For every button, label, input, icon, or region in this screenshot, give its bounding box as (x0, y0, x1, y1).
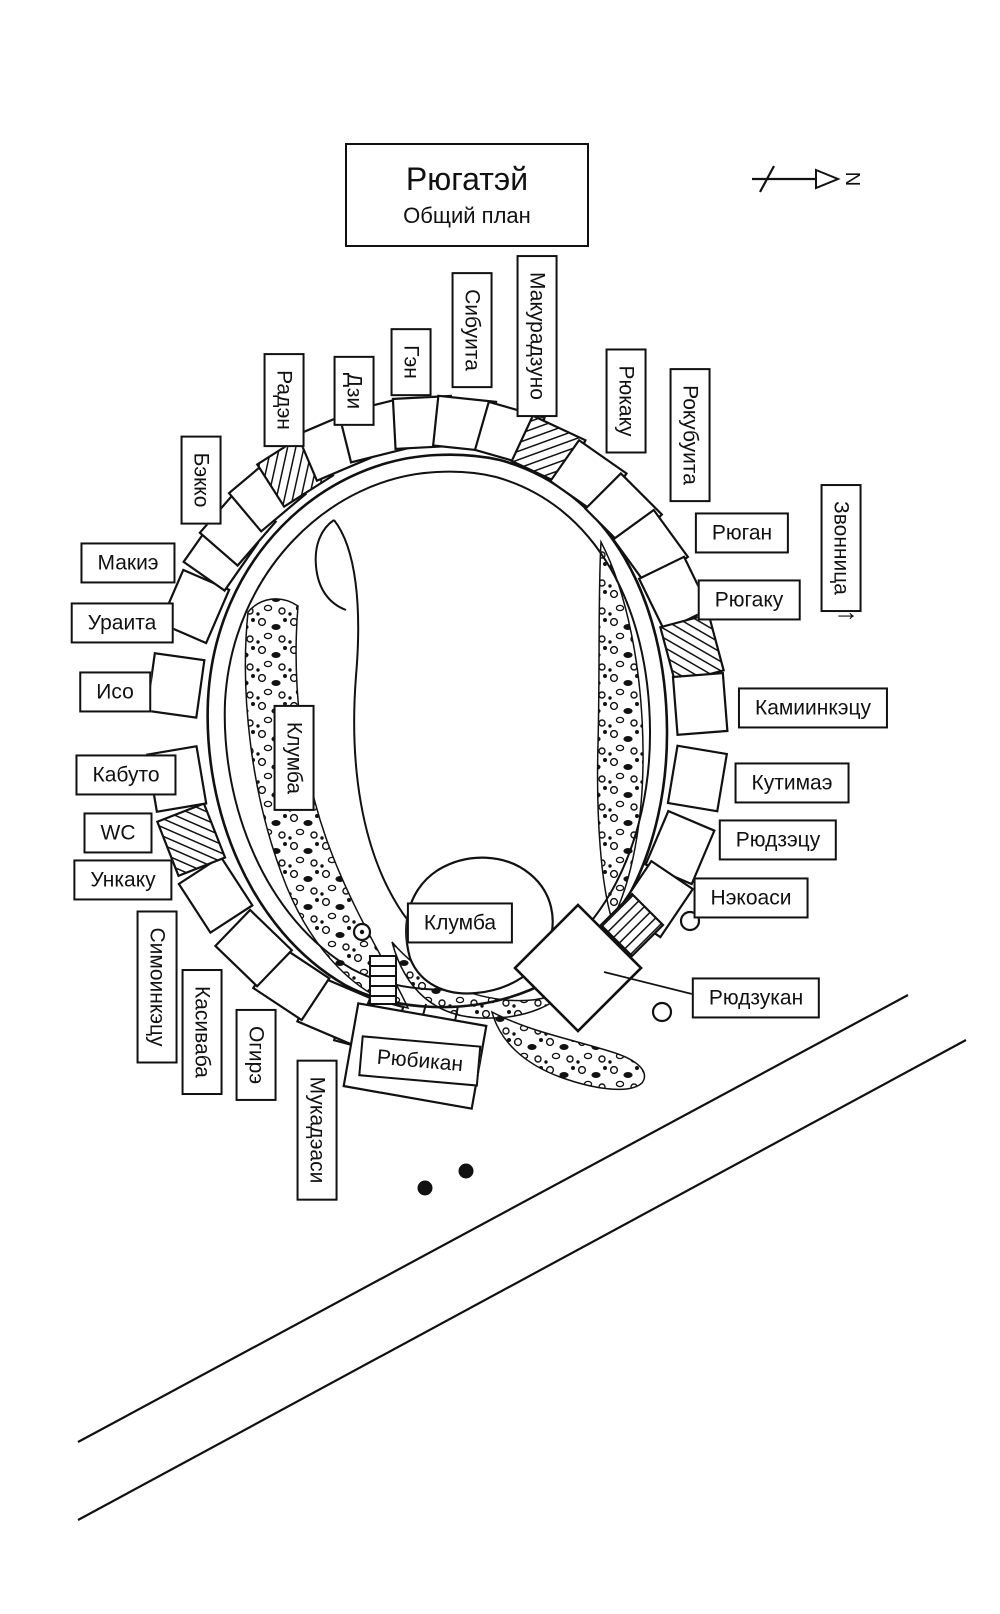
road-dot (417, 1180, 433, 1196)
label-klumba-bottom: Клумба (406, 902, 514, 944)
label-bekko: Бэкко (180, 435, 222, 525)
label-ryudzetsu: Рюдзэцу (718, 819, 838, 861)
label-nekoasi: Нэкоаси (693, 877, 809, 919)
label-ryugaku: Рюгаку (697, 579, 801, 621)
room (145, 651, 206, 719)
road-dot (458, 1163, 474, 1179)
room (671, 671, 729, 737)
direction-arrow: → (833, 596, 859, 627)
label-klumba-left: Клумба (273, 704, 315, 812)
room (158, 568, 231, 645)
flowerbeds (244, 539, 646, 1091)
bridge (369, 955, 397, 1005)
label-gen: Гэн (390, 328, 432, 396)
north-letter: N (841, 172, 863, 186)
label-unkaku: Ункаку (73, 859, 173, 901)
label-uraita: Ураита (70, 602, 174, 644)
label-kasivaba: Касиваба (181, 969, 223, 1095)
rooms (145, 394, 729, 1057)
label-mukadeasi: Мукадэаси (296, 1059, 338, 1201)
room (666, 744, 729, 813)
road (77, 994, 967, 1521)
room (177, 855, 254, 935)
label-raden: Радэн (263, 353, 305, 447)
label-makie: Макиэ (80, 542, 176, 584)
hatched-pavilion (599, 892, 665, 958)
label-iso: Исо (79, 671, 151, 713)
ryudzukan-building (513, 903, 701, 1033)
room (213, 908, 294, 988)
label-kamiinketsu: Камиинкэцу (737, 687, 889, 729)
label-dzi: Дзи (333, 355, 375, 427)
north-arrow: N (752, 165, 863, 193)
title-box: Рюгатэй Общий план (345, 143, 589, 247)
label-ogire: Огирэ (235, 1008, 277, 1102)
label-ryudzukan: Рюдзукан (691, 977, 821, 1019)
page-subtitle: Общий план (403, 203, 531, 228)
leader-line (603, 971, 701, 997)
label-rokubuita: Рокубуита (669, 368, 711, 502)
label-wc: WC (83, 812, 153, 854)
label-kutimae: Кутимаэ (734, 762, 850, 804)
label-sibuita: Сибуита (451, 272, 493, 388)
room-hatched (155, 802, 227, 878)
outer-pebble-tail (490, 1010, 646, 1091)
page-title: Рюгатэй (405, 161, 529, 197)
label-ryugan: Рюган (694, 512, 790, 554)
label-kabuto: Кабуто (75, 754, 177, 796)
label-makuradzuno: Макурадзуно (516, 255, 558, 417)
label-simoinketsu: Симоинкэцу (136, 910, 178, 1064)
label-zvonnitsa: Звонница (820, 484, 862, 612)
label-ryukaku: Рюкаку (605, 348, 647, 454)
